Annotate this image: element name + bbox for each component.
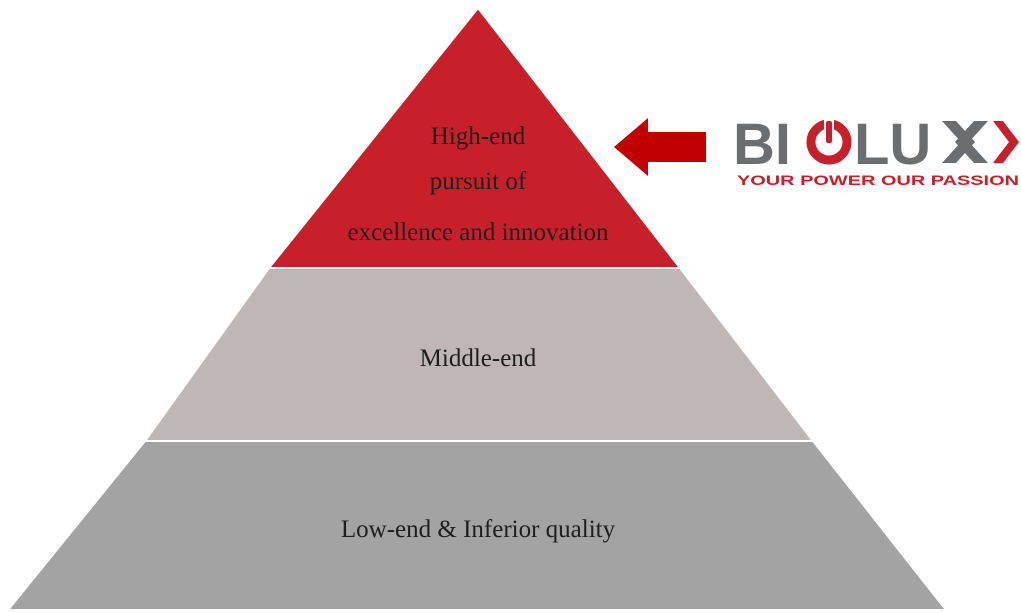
left-arrow-icon (614, 118, 706, 176)
svg-text:LU: LU (854, 112, 931, 177)
top-tier-line-1: High-end (431, 123, 526, 150)
power-icon (806, 118, 852, 165)
top-tier-line-3: excellence and innovation (348, 219, 609, 246)
logo-tagline: YOUR POWER OUR PASSION (737, 173, 1019, 188)
middle-tier-label: Middle-end (420, 345, 537, 372)
x-mark-icon (942, 121, 1019, 163)
top-tier-line-2: pursuit of (430, 168, 527, 195)
pyramid-tier-top (266, 6, 683, 269)
svg-text:BI: BI (733, 112, 791, 177)
bottom-tier-label: Low-end & Inferior quality (341, 516, 616, 543)
biolux-logo: BI LU YOUR POWER OUR PASSION (733, 112, 1019, 188)
